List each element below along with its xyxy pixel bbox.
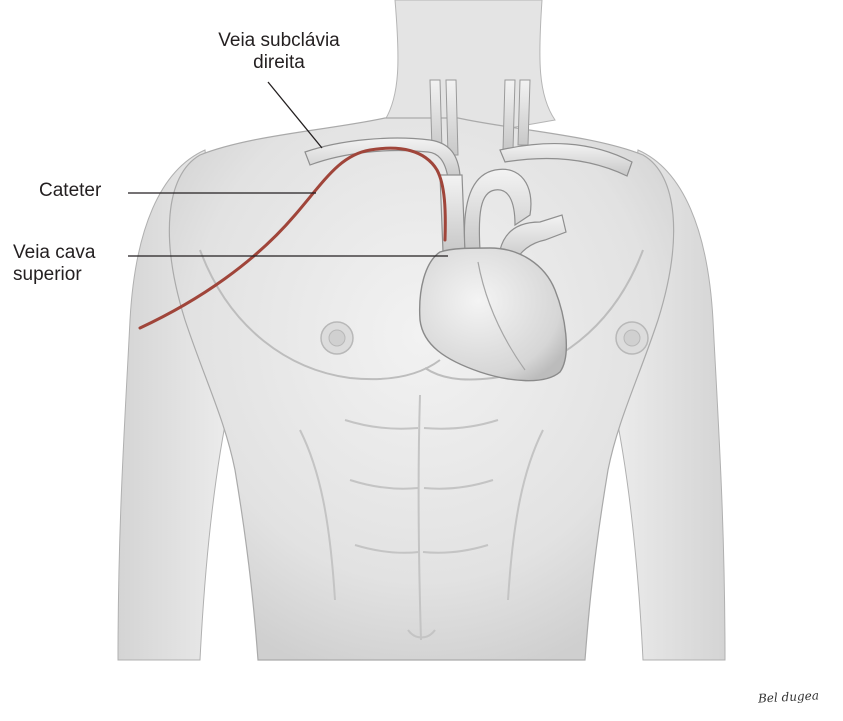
label-svc-line2: superior [13,264,95,286]
nipple-right [321,322,353,354]
label-subclavian-line1: Veia subclávia [184,30,374,52]
nipple-left [616,322,648,354]
label-right-subclavian-vein: Veia subclávia direita [184,30,374,74]
label-subclavian-line2: direita [184,52,374,74]
neck [385,0,555,135]
torso [169,118,673,660]
label-superior-vena-cava: Veia cava superior [13,242,95,286]
label-catheter: Cateter [39,180,101,202]
label-svc-line1: Veia cava [13,242,95,264]
